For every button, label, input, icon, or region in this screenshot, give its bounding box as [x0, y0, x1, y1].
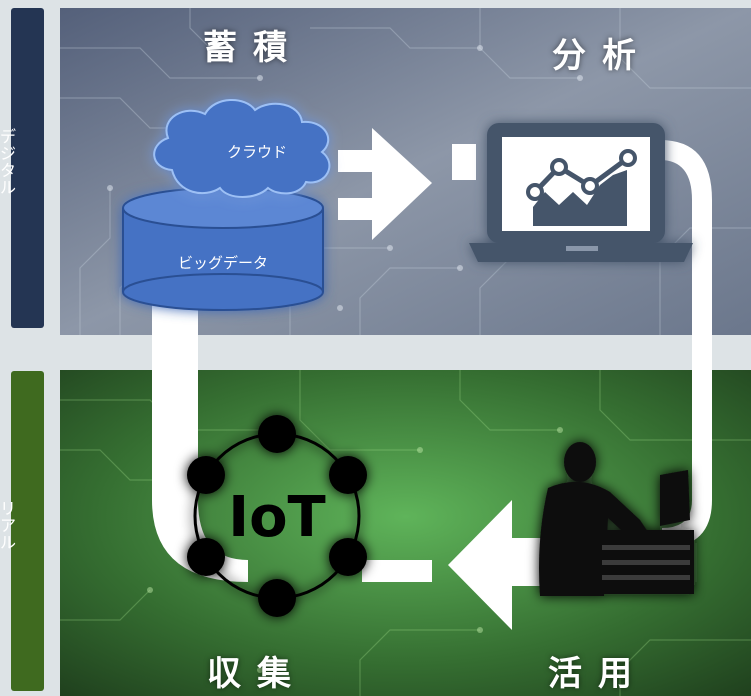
- operator-silhouette-icon: [539, 442, 694, 596]
- iot-label: IoT: [228, 485, 326, 550]
- accumulate-to-analyze-arrow: [338, 128, 476, 240]
- stage-collect-label: 収集: [207, 654, 307, 694]
- digital-tab: [11, 8, 44, 328]
- cloud-label: クラウド: [227, 143, 287, 161]
- real-label: リアル: [0, 499, 17, 552]
- iot-network-icon: [187, 415, 367, 617]
- real-tab: [11, 371, 44, 691]
- collect-to-accumulate-arrow: [152, 300, 248, 582]
- digital-label: デジタル: [0, 127, 17, 197]
- stage-utilize-label: 活用: [548, 654, 648, 694]
- stage-analyze-label: 分析: [552, 36, 652, 76]
- bigdata-label: ビッグデータ: [178, 254, 268, 272]
- database-cylinder-icon: [122, 187, 324, 311]
- analyze-to-utilize-arrow: [660, 140, 712, 548]
- cloud-icon: [153, 98, 331, 198]
- stage-accumulate-label: 蓄積: [203, 28, 303, 68]
- laptop-chart-icon: [469, 123, 693, 262]
